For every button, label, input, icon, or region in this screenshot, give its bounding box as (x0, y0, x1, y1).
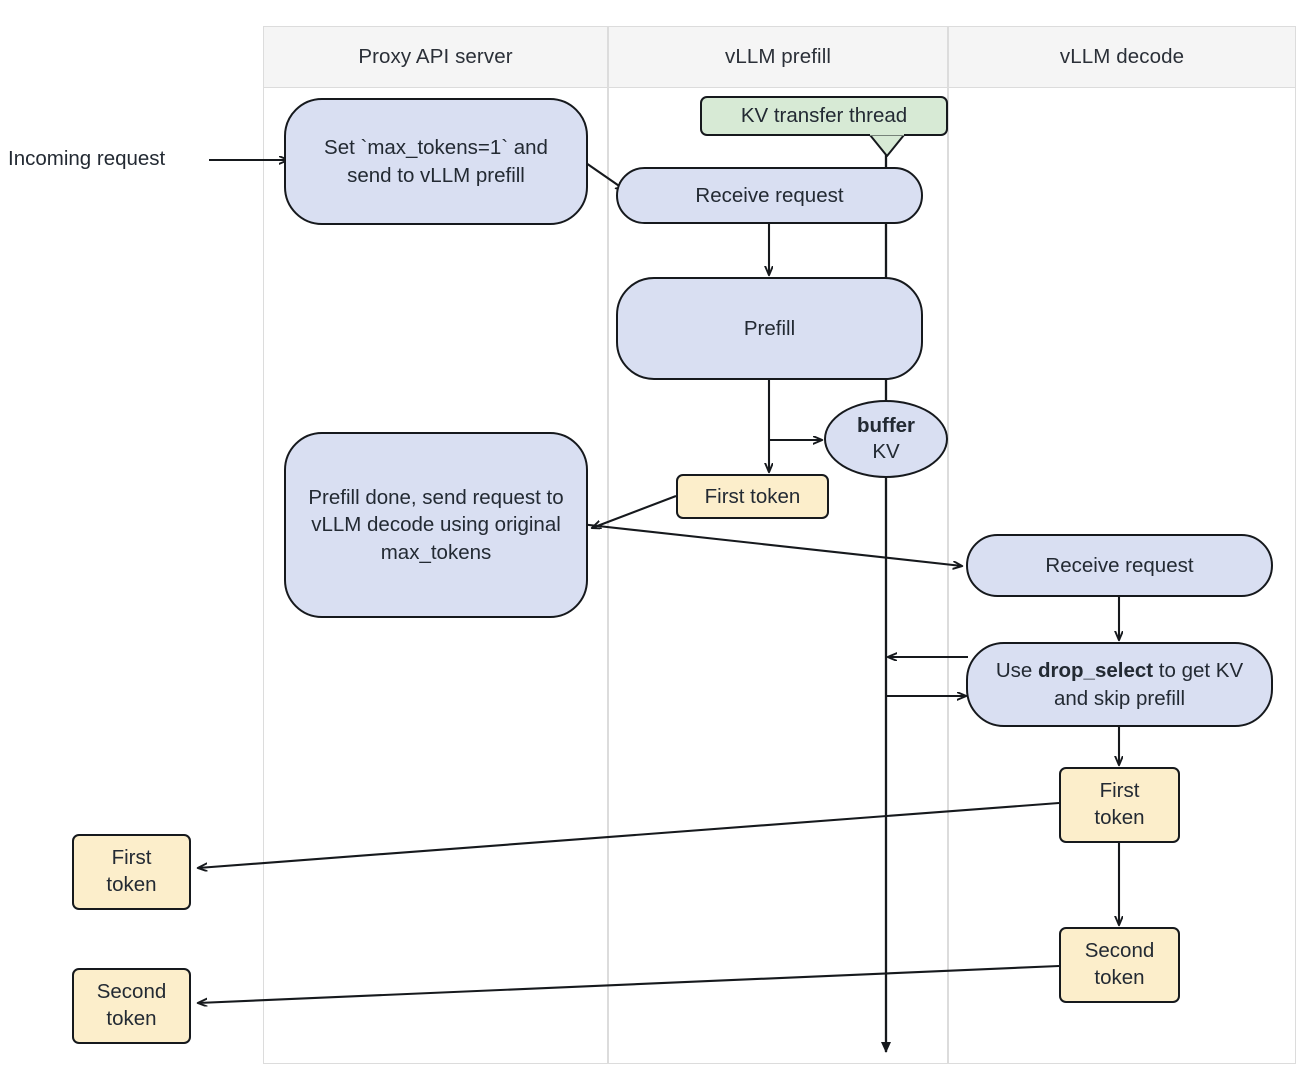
node-decode-second-token[interactable]: Second token (1059, 927, 1180, 1003)
lane-header-prefill: vLLM prefill (608, 26, 948, 88)
incoming-request-label: Incoming request (8, 147, 166, 170)
node-buffer-kv-label-plain: KV (872, 440, 900, 463)
node-prefill-first-token[interactable]: First token (676, 474, 829, 519)
node-prefill-receive-request-label: Receive request (695, 183, 844, 207)
node-decode-receive-request[interactable]: Receive request (966, 534, 1273, 597)
node-proxy-second-token[interactable]: Second token (72, 968, 191, 1044)
node-prefill-receive-request[interactable]: Receive request (616, 167, 923, 224)
node-proxy-second-token-line2: token (106, 1007, 157, 1030)
node-decode-first-token-line2: token (1094, 806, 1145, 829)
lane-header-decode: vLLM decode (948, 26, 1296, 88)
node-proxy-prefill-done[interactable]: Prefill done, send request to vLLM decod… (284, 432, 588, 618)
node-prefill-prefill[interactable]: Prefill (616, 277, 923, 380)
node-buffer-kv[interactable]: buffer KV (824, 400, 948, 478)
node-decode-receive-request-label: Receive request (1045, 553, 1194, 577)
node-proxy-second-token-line1: Second (96, 980, 167, 1004)
node-kv-transfer-thread-label: KV transfer thread (740, 104, 908, 127)
node-decode-drop-select-bold: drop_select (1038, 659, 1154, 683)
node-decode-second-token-line2: token (1094, 966, 1145, 989)
node-decode-drop-select-suffix: to get KV and skip prefill (1053, 659, 1244, 710)
lane-label-prefill: vLLM prefill (724, 45, 831, 68)
node-decode-second-token-line1: Second (1084, 939, 1155, 963)
node-kv-transfer-thread[interactable]: KV transfer thread (700, 96, 948, 136)
node-decode-drop-select[interactable]: Use drop_select to get KV and skip prefi… (966, 642, 1273, 727)
lane-header-proxy: Proxy API server (263, 26, 608, 88)
node-decode-first-token-line1: First (1099, 779, 1140, 803)
node-proxy-set-max-tokens[interactable]: Set `max_tokens=1` and send to vLLM pref… (284, 98, 588, 225)
node-proxy-first-token-line1: First (111, 846, 152, 870)
lane-label-proxy: Proxy API server (358, 45, 513, 68)
node-proxy-prefill-done-label: Prefill done, send request to vLLM decod… (308, 486, 564, 564)
node-proxy-set-max-tokens-label: Set `max_tokens=1` and send to vLLM pref… (324, 136, 548, 187)
node-prefill-prefill-label: Prefill (743, 316, 796, 340)
node-decode-first-token[interactable]: First token (1059, 767, 1180, 843)
lane-label-decode: vLLM decode (1059, 45, 1185, 68)
node-decode-drop-select-prefix: Use (995, 659, 1039, 683)
node-buffer-kv-label-bold: buffer (856, 414, 916, 438)
node-prefill-first-token-label: First token (704, 484, 801, 508)
node-proxy-first-token-line2: token (106, 873, 157, 896)
node-proxy-first-token[interactable]: First token (72, 834, 191, 910)
lane-body-prefill (608, 88, 948, 1064)
kv-transfer-thread-tail-icon (869, 132, 905, 157)
